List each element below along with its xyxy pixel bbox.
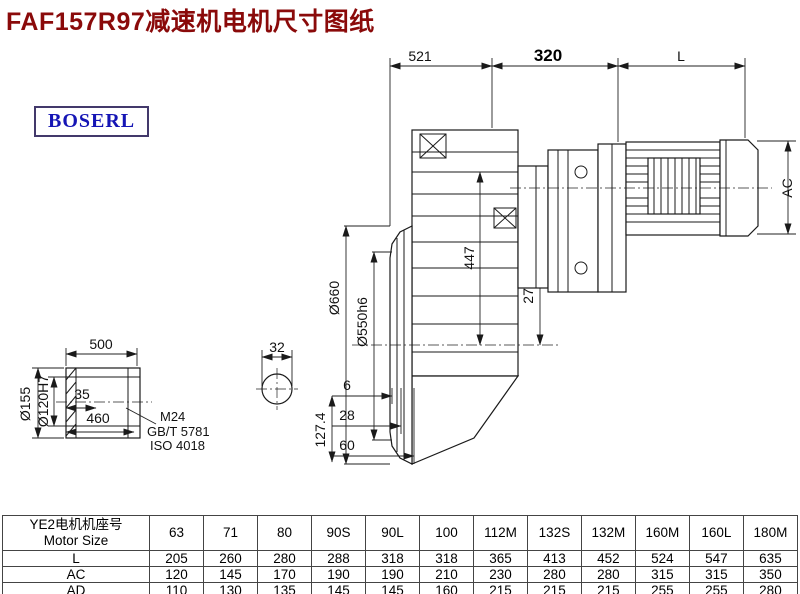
table-cell: 110	[149, 582, 205, 594]
table-cell: 210	[418, 566, 474, 583]
dim-460-label: 460	[86, 410, 110, 426]
dim-155-label: Ø155	[17, 387, 33, 421]
table-cell: 255	[688, 582, 744, 594]
dim-60-label: 60	[339, 437, 355, 453]
table-row-L: L 205 260 280 288 318 318 365 413 452 52…	[1, 550, 799, 567]
dim-521-label: 521	[408, 48, 432, 64]
dim-447-label: 447	[461, 246, 477, 270]
motor	[510, 139, 772, 237]
table-cell: 130	[203, 582, 259, 594]
header-en: Motor Size	[43, 533, 109, 548]
table-cell: 63	[149, 515, 205, 551]
technical-drawing: 521 320 L	[17, 46, 796, 465]
row-label: L	[1, 550, 151, 567]
motor-adapter	[517, 143, 627, 293]
table-cell: 635	[742, 550, 799, 567]
table-cell: 547	[688, 550, 744, 567]
dim-28-label: 28	[339, 407, 355, 423]
table-cell: 315	[688, 566, 744, 583]
table-header-cell: YE2电机机座号 Motor Size	[1, 515, 151, 551]
table-row-AC: AC 120 145 170 190 190 210 230 280 280 3…	[1, 566, 799, 583]
header-cn: YE2电机机座号	[29, 517, 123, 532]
table-cell: 160M	[634, 515, 690, 551]
table-cell: 413	[526, 550, 582, 567]
top-dimension-chain: 521 320 L	[389, 46, 746, 226]
table-cell: 190	[311, 566, 366, 583]
table-cell: 365	[472, 550, 528, 567]
row-label: AD	[1, 582, 151, 594]
table-cell: 180M	[742, 515, 799, 551]
table-cell: 452	[580, 550, 636, 567]
table-cell: 280	[580, 566, 636, 583]
table-cell: 132M	[580, 515, 636, 551]
dim-127-4-label: 127.4	[312, 412, 328, 447]
dim-500-label: 500	[89, 336, 113, 352]
table-cell: 135	[257, 582, 313, 594]
motor-size-table: YE2电机机座号 Motor Size 63 71 80 90S 90L 100…	[1, 515, 799, 594]
motor-size-table-wrap: YE2电机机座号 Motor Size 63 71 80 90S 90L 100…	[1, 515, 799, 594]
table-cell: 288	[311, 550, 366, 567]
table-header-row: YE2电机机座号 Motor Size 63 71 80 90S 90L 100…	[1, 515, 799, 551]
row-label: AC	[1, 566, 151, 583]
table-cell: 100	[418, 515, 474, 551]
dim-35-label: 35	[74, 386, 90, 402]
table-cell: 145	[311, 582, 366, 594]
table-cell: 350	[742, 566, 799, 583]
gearbox-housing	[411, 129, 520, 465]
table-cell: 132S	[526, 515, 582, 551]
table-cell: 160	[418, 582, 474, 594]
dim-6-label: 6	[343, 377, 351, 393]
dim-550h6-label: Ø550h6	[354, 297, 370, 347]
hollow-shaft-detail: 500 35 460 M24 GB/T 5781 ISO 4018 Ø155	[17, 336, 210, 453]
dim-660-label: Ø660	[326, 281, 342, 315]
table-cell: 524	[634, 550, 690, 567]
dim-320-label: 320	[534, 46, 562, 65]
ac-dimension: AC	[757, 140, 796, 235]
standard-iso-4018: ISO 4018	[150, 438, 205, 453]
table-cell: 315	[634, 566, 690, 583]
table-cell: 205	[149, 550, 205, 567]
standard-gbt-5781: GB/T 5781	[147, 424, 210, 439]
dim-32-label: 32	[269, 339, 285, 355]
table-cell: 318	[418, 550, 474, 567]
dim-120h7-label: Ø120H7	[35, 375, 51, 427]
table-cell: 280	[257, 550, 313, 567]
table-cell: 190	[365, 566, 420, 583]
table-cell: 215	[526, 582, 582, 594]
table-cell: 230	[472, 566, 528, 583]
table-cell: 145	[365, 582, 420, 594]
table-cell: 112M	[472, 515, 528, 551]
table-cell: 80	[257, 515, 313, 551]
table-cell: 215	[472, 582, 528, 594]
table-cell: 120	[149, 566, 205, 583]
table-cell: 280	[526, 566, 582, 583]
table-cell: 71	[203, 515, 259, 551]
table-cell: 170	[257, 566, 313, 583]
output-flange	[352, 225, 560, 465]
table-cell: 90S	[311, 515, 366, 551]
shaft-end-circle: 32	[256, 339, 298, 410]
dim-AC-label: AC	[779, 178, 795, 197]
table-cell: 90L	[365, 515, 420, 551]
table-cell: 145	[203, 566, 259, 583]
table-cell: 318	[365, 550, 420, 567]
table-cell: 280	[742, 582, 799, 594]
table-cell: 260	[203, 550, 259, 567]
table-cell: 160L	[688, 515, 744, 551]
dim-L-label: L	[677, 48, 685, 64]
table-cell: 215	[580, 582, 636, 594]
motor-fin-block	[647, 157, 701, 215]
boserl-logo: BOSERL	[34, 106, 150, 137]
foot-dimensions: 6 28 60 127.4	[312, 377, 415, 464]
table-cell: 255	[634, 582, 690, 594]
page-title: FAF157R97减速机电机尺寸图纸	[6, 8, 375, 36]
thread-callout-m24: M24	[160, 409, 185, 424]
table-row-AD: AD 110 130 135 145 145 160 215 215 215 2…	[1, 582, 799, 594]
